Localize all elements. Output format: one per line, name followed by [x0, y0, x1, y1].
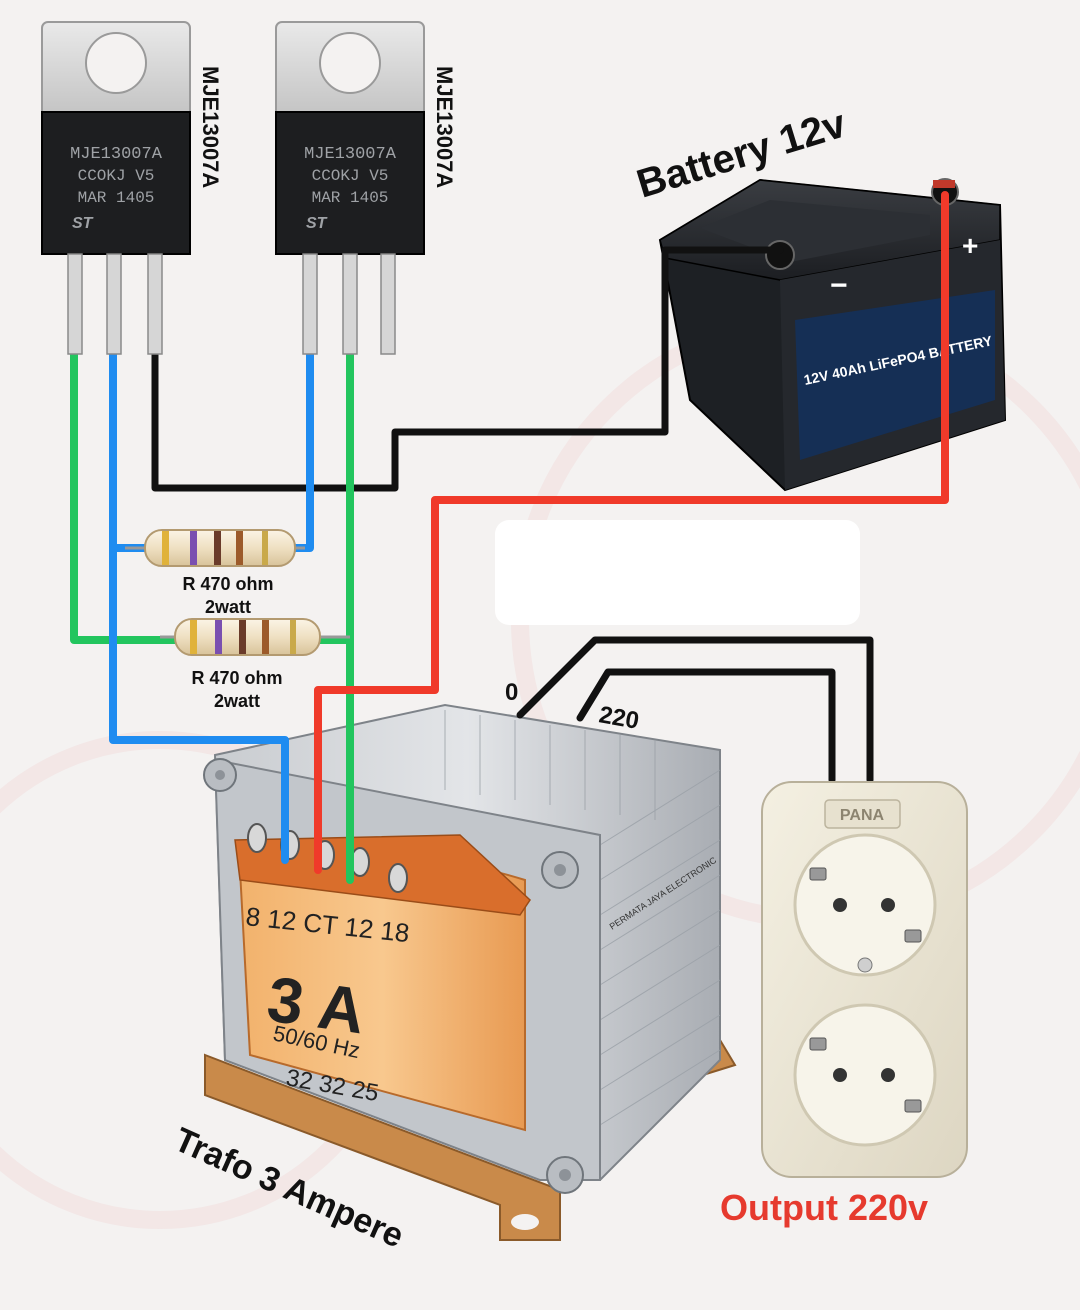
transistor-2-lot-text: CCOKJ V5	[312, 167, 389, 185]
st-logo-icon: ST	[306, 215, 328, 232]
bolt-icon	[203, 758, 584, 1194]
primary-label-0: 0	[505, 679, 518, 706]
wire-black-primary-220	[576, 668, 836, 784]
blank-panel	[495, 520, 860, 625]
transistor-1-date-text: MAR 1405	[78, 189, 155, 207]
primary-label-220: 220	[597, 701, 641, 735]
battery-plus-sign: +	[962, 230, 978, 261]
resistor-1-label: R 470 ohm	[182, 574, 273, 594]
st-logo-icon: ST	[72, 215, 94, 232]
resistor-2-power: 2watt	[214, 691, 260, 711]
battery-negative-terminal	[765, 240, 795, 270]
resistor-2-label: R 470 ohm	[191, 668, 282, 688]
core-laminations	[444, 710, 721, 1126]
wire-blue-right	[289, 346, 314, 552]
wire-black-common	[151, 246, 784, 492]
transistor-2-date-text: MAR 1405	[312, 189, 389, 207]
transistor-1-lot-text: CCOKJ V5	[78, 167, 155, 185]
power-socket: PANA	[761, 781, 968, 1178]
wire-red	[314, 191, 949, 874]
transistor-2-side-label: MJE13007A	[432, 66, 457, 188]
transformer: 8 12 CT 12 18 3 A 50/60 Hz 32 32 25 PERM…	[203, 703, 737, 1241]
battery-minus-sign: −	[830, 269, 848, 302]
resistor-2	[160, 618, 350, 656]
transistor-1-side-label: MJE13007A	[198, 66, 223, 188]
socket-brand: PANA	[840, 807, 885, 824]
wire-black-primary-0	[516, 636, 874, 784]
transistor-1-part-text: MJE13007A	[70, 145, 163, 164]
socket-outlet-1	[793, 833, 937, 977]
current-rating: 3 A	[263, 963, 369, 1048]
output-label: Output 220v	[720, 1187, 928, 1228]
resistor-1	[125, 529, 305, 567]
transistor-2-part-text: MJE13007A	[304, 145, 397, 164]
resistor-1-power: 2watt	[205, 597, 251, 617]
socket-outlet-2	[793, 1003, 937, 1147]
battery: 12V 40Ah LiFePO4 BATTERY + −	[658, 178, 1007, 492]
transistor-2: MJE13007A CCOKJ V5 MAR 1405 ST	[275, 21, 425, 355]
transistor-1: MJE13007A CCOKJ V5 MAR 1405 ST	[41, 21, 191, 355]
